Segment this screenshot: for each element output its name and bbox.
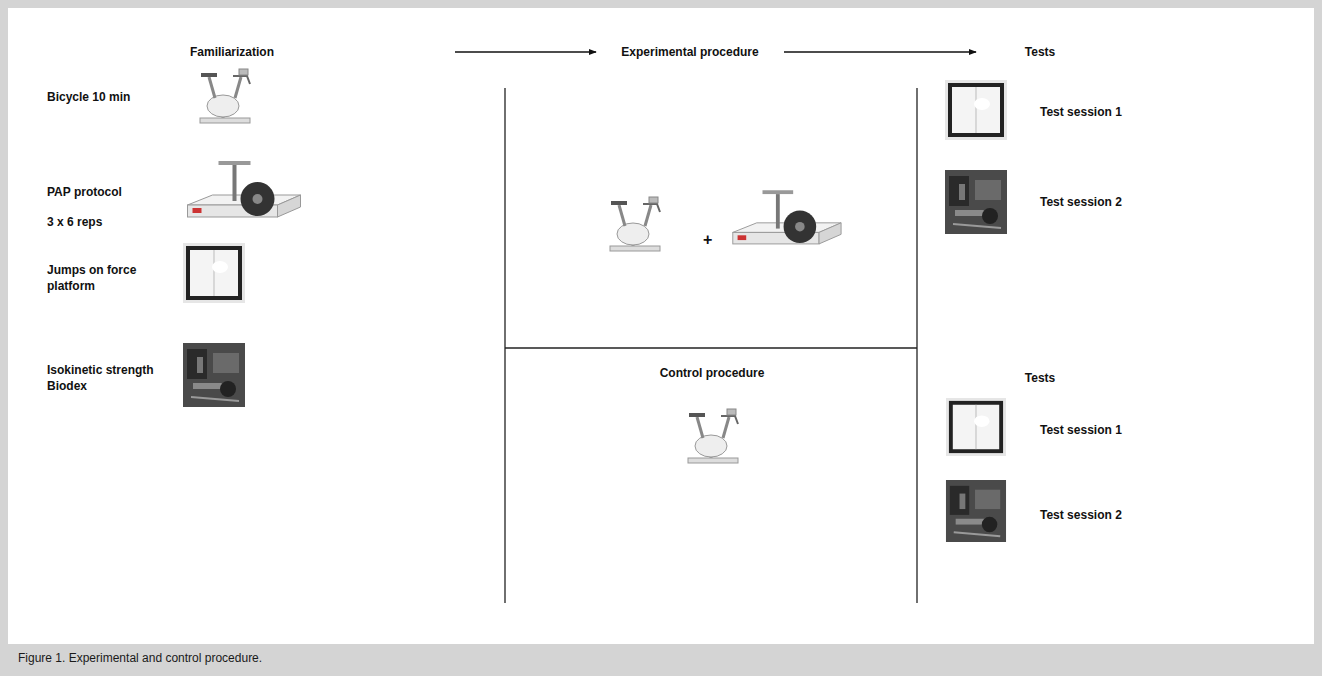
stage-heading: Tests bbox=[980, 44, 1100, 60]
force-platform-image bbox=[945, 80, 1007, 140]
flow-arrow bbox=[455, 51, 596, 52]
divider-line bbox=[504, 88, 505, 603]
pap-device-image bbox=[733, 190, 841, 244]
stage-heading: Experimental procedure bbox=[600, 44, 780, 60]
biodex-image bbox=[945, 170, 1007, 234]
heading-text: Familiarization bbox=[190, 44, 274, 60]
pap-device-image bbox=[188, 161, 301, 217]
force-platform-image bbox=[183, 243, 245, 303]
step-label: PAP protocol bbox=[47, 184, 122, 200]
step-label: Jumps on force platform bbox=[47, 262, 155, 294]
step-label: Test session 1 bbox=[1040, 422, 1122, 438]
step-label: Tests bbox=[980, 370, 1100, 386]
bicycle-image bbox=[688, 409, 738, 463]
bicycle-image bbox=[200, 69, 250, 123]
step-label: Bicycle 10 min bbox=[47, 89, 130, 105]
stage-heading: Familiarization bbox=[190, 44, 451, 60]
divider-line bbox=[916, 88, 917, 603]
divider-line bbox=[505, 347, 917, 348]
force-platform-image bbox=[946, 398, 1006, 456]
white-panel bbox=[8, 8, 1314, 644]
figure-caption: Figure 1. Experimental and control proce… bbox=[18, 650, 262, 666]
step-label: 3 x 6 reps bbox=[47, 214, 102, 230]
flow-arrow bbox=[784, 51, 976, 52]
plus-sign: + bbox=[703, 232, 712, 248]
step-label: Test session 2 bbox=[1040, 507, 1122, 523]
heading-text: Tests bbox=[1025, 44, 1055, 60]
step-label: Test session 2 bbox=[1040, 194, 1122, 210]
heading-text: Experimental procedure bbox=[621, 44, 758, 60]
step-label: Isokinetic strength Biodex bbox=[47, 362, 169, 394]
biodex-image bbox=[183, 343, 245, 407]
step-label: Test session 1 bbox=[1040, 104, 1122, 120]
bicycle-image bbox=[610, 197, 660, 251]
biodex-image bbox=[946, 480, 1006, 542]
step-label: Control procedure bbox=[612, 365, 812, 381]
